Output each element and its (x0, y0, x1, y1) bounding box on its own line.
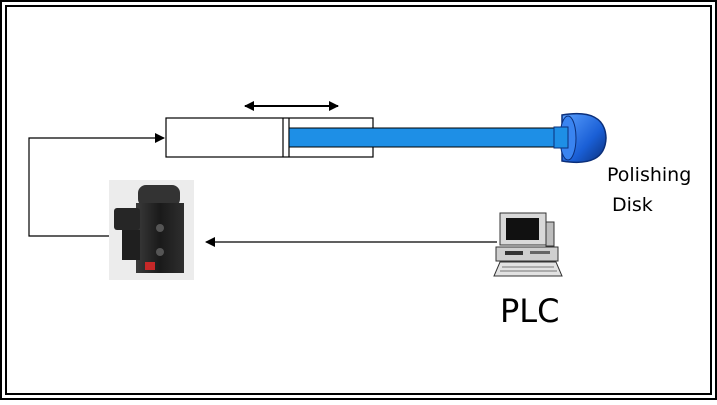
computer-screen (506, 218, 539, 240)
valve-red-port (145, 262, 155, 270)
valve-to-cylinder-line (28, 133, 165, 237)
pneumatic-valve-icon (109, 180, 194, 280)
valve-solenoid-base (122, 230, 140, 260)
computer-keyboard (493, 261, 563, 277)
plc-label: PLC (500, 292, 559, 330)
computer-base (495, 246, 559, 262)
valve-port-2 (156, 248, 164, 256)
computer-side (545, 221, 555, 247)
polishing-disk-label-line2: Disk (612, 194, 653, 216)
piston-rod (288, 127, 566, 148)
valve-top-cap (138, 185, 180, 207)
computer-drive (505, 251, 523, 255)
valve-port-1 (156, 224, 164, 232)
valve-solenoid (114, 208, 140, 230)
polishing-disk-icon (553, 112, 607, 164)
valve-body (136, 203, 184, 273)
polishing-disk-label-line1: Polishing (607, 164, 691, 186)
inner-frame (5, 5, 712, 395)
computer-vents (530, 251, 550, 254)
plc-computer-icon (493, 212, 563, 277)
pneumatic-cylinder (165, 117, 566, 158)
